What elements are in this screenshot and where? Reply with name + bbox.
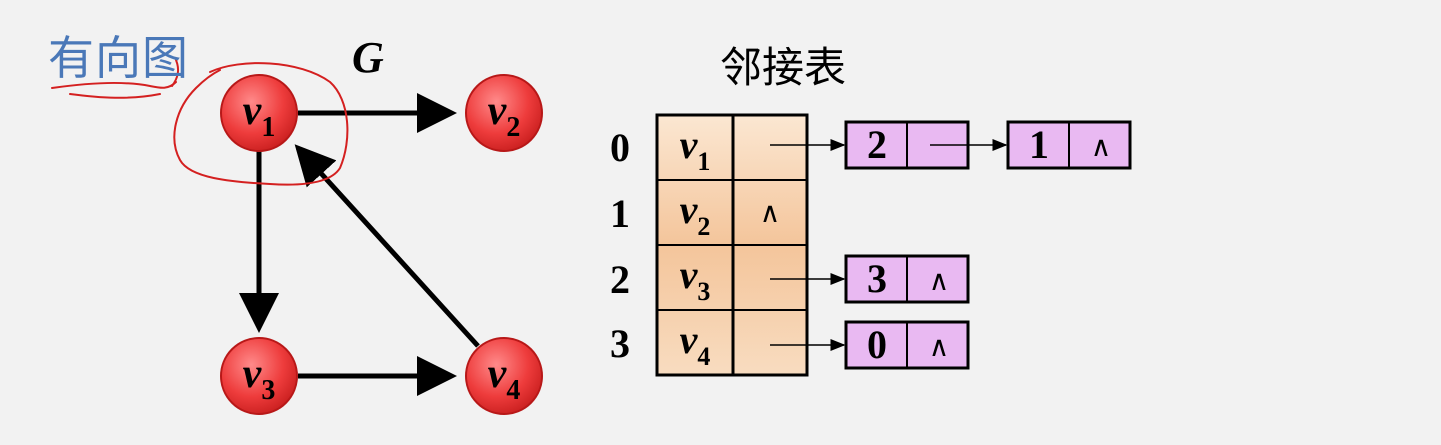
vertex-cell-1: v2 [679, 187, 711, 241]
row-index-0: 0 [610, 125, 630, 170]
node-v4 [465, 337, 543, 415]
null-pointer-row1: ∧ [759, 196, 781, 229]
node-label-v2: v2 [487, 88, 521, 143]
list-pointer-arrows [770, 139, 1008, 351]
graph-nodes [220, 74, 543, 415]
node-label-v4: v4 [487, 351, 521, 406]
vertex-cell-0: v1 [679, 122, 711, 176]
null-pointer-row2: ∧ [928, 264, 950, 297]
graph-title: G [352, 33, 384, 82]
adjacency-table [655, 113, 809, 377]
list-value-3-0: 0 [867, 322, 887, 367]
edge-v4-v1 [294, 144, 480, 348]
node-label-v1: v1 [242, 88, 276, 143]
list-nodes [844, 120, 1132, 370]
node-v2 [465, 74, 543, 152]
list-value-0-1: 1 [1029, 122, 1049, 167]
node-label-v3: v3 [242, 351, 276, 406]
row-index-2: 2 [610, 257, 630, 302]
list-value-2-0: 3 [867, 256, 887, 301]
node-v1 [220, 74, 298, 152]
underline-scribble [51, 81, 177, 99]
null-pointer-row0: ∧ [1090, 130, 1112, 163]
vertex-cell-3: v4 [679, 317, 711, 371]
handwritten-annotation [51, 59, 349, 186]
list-value-0-0: 2 [867, 122, 887, 167]
graph-edges [239, 93, 480, 396]
circle-around-v1 [173, 62, 349, 186]
null-pointer-row3: ∧ [928, 330, 950, 363]
row-index-3: 3 [610, 321, 630, 366]
row-index-1: 1 [610, 191, 630, 236]
adjacency-list-title: 邻接表 [720, 43, 847, 92]
pointer-stroke [171, 59, 180, 87]
node-v3 [220, 337, 298, 415]
annotation-text: 有向图 [48, 31, 189, 85]
vertex-cell-2: v3 [679, 252, 711, 306]
